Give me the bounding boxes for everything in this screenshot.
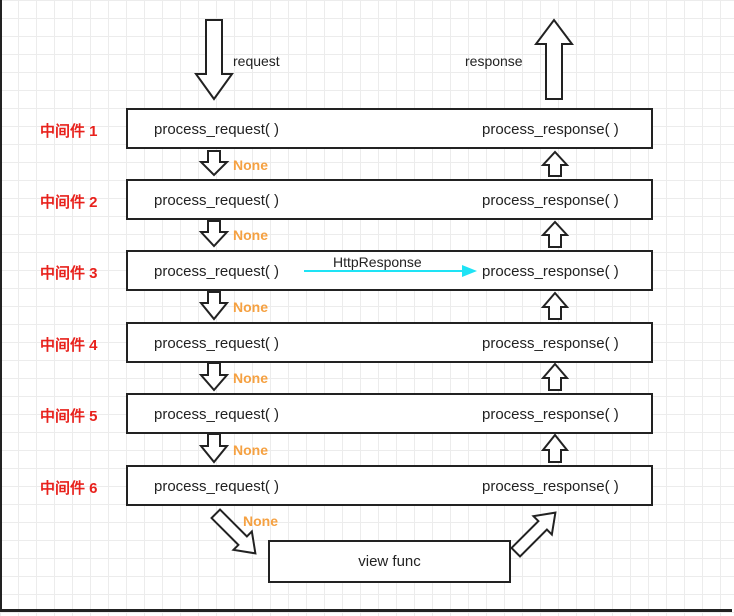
up-arrow-3 bbox=[540, 291, 570, 320]
middleware-layer-2 bbox=[126, 179, 653, 220]
up-arrow-4 bbox=[540, 362, 570, 391]
view-func-box: view func bbox=[268, 540, 511, 583]
down-arrow-4 bbox=[198, 362, 230, 392]
middleware-name-5: 中间件 5 bbox=[40, 408, 98, 425]
process-request-2: process_request( ) bbox=[154, 192, 280, 209]
down-arrow-1 bbox=[198, 150, 230, 177]
none-label-4: None bbox=[233, 370, 268, 386]
middleware-name-4: 中间件 4 bbox=[40, 337, 98, 354]
middleware-layer-4 bbox=[126, 322, 653, 363]
middleware-layer-6 bbox=[126, 465, 653, 506]
down-arrow-3 bbox=[198, 291, 230, 321]
process-response-4: process_response( ) bbox=[482, 335, 619, 352]
diag-down-arrow bbox=[210, 508, 257, 555]
process-response-5: process_response( ) bbox=[482, 406, 619, 423]
middleware-name-3: 中间件 3 bbox=[40, 265, 98, 282]
view-func-label: view func bbox=[358, 553, 421, 570]
process-request-4: process_request( ) bbox=[154, 335, 280, 352]
middleware-name-2: 中间件 2 bbox=[40, 194, 98, 211]
process-response-3: process_response( ) bbox=[482, 263, 619, 280]
http-response-label: HttpResponse bbox=[333, 254, 422, 270]
down-arrow-2 bbox=[198, 220, 230, 248]
none-label-2: None bbox=[233, 227, 268, 243]
none-label-1: None bbox=[233, 157, 268, 173]
none-label-5: None bbox=[233, 442, 268, 458]
up-arrow-5 bbox=[540, 433, 570, 463]
request-arrow bbox=[194, 19, 234, 101]
middleware-layer-1 bbox=[126, 108, 653, 149]
down-arrow-5 bbox=[198, 433, 230, 464]
response-label: response bbox=[465, 53, 523, 69]
diag-up-arrow bbox=[510, 511, 557, 558]
process-request-3: process_request( ) bbox=[154, 263, 280, 280]
request-label: request bbox=[233, 53, 280, 69]
process-response-6: process_response( ) bbox=[482, 478, 619, 495]
response-arrow bbox=[534, 18, 574, 100]
process-request-6: process_request( ) bbox=[154, 478, 280, 495]
process-request-5: process_request( ) bbox=[154, 406, 280, 423]
up-arrow-2 bbox=[540, 220, 570, 248]
none-label-3: None bbox=[233, 299, 268, 315]
process-response-2: process_response( ) bbox=[482, 192, 619, 209]
middleware-name-1: 中间件 1 bbox=[40, 123, 98, 140]
up-arrow-1 bbox=[540, 150, 570, 177]
none-label-6: None bbox=[243, 513, 278, 529]
http-response-arrow-head bbox=[462, 265, 477, 277]
middleware-layer-5 bbox=[126, 393, 653, 434]
process-response-1: process_response( ) bbox=[482, 121, 619, 138]
middleware-name-6: 中间件 6 bbox=[40, 480, 98, 497]
process-request-1: process_request( ) bbox=[154, 121, 280, 138]
